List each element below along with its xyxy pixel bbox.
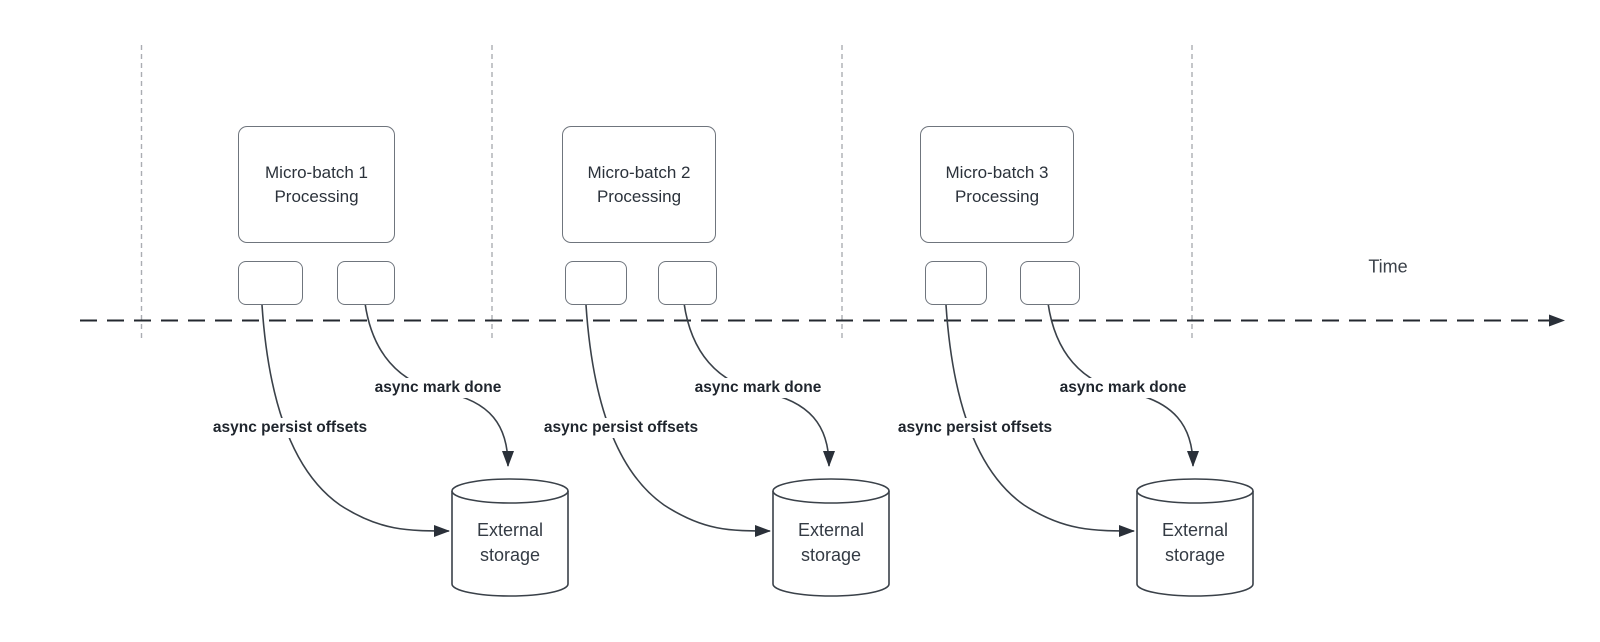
task-box-3a bbox=[925, 261, 987, 305]
processing-box-3-label: Micro-batch 3 Processing bbox=[945, 162, 1049, 206]
persist-offsets-arrow-3 bbox=[945, 304, 1135, 537]
processing-box-1: Micro-batch 1 Processing bbox=[238, 126, 395, 243]
persist-offsets-label-2: async persist offsets bbox=[540, 418, 702, 438]
processing-box-2: Micro-batch 2 Processing bbox=[562, 126, 716, 243]
mark-done-label-2: async mark done bbox=[691, 378, 825, 398]
processing-box-2-label: Micro-batch 2 Processing bbox=[587, 162, 691, 206]
persist-offsets-arrow-1 bbox=[261, 304, 450, 537]
persist-offsets-arrow-2 bbox=[585, 304, 771, 537]
external-storage-cylinder-1 bbox=[451, 478, 569, 597]
processing-box-1-label: Micro-batch 1 Processing bbox=[265, 162, 368, 206]
mark-done-label-1: async mark done bbox=[371, 378, 505, 398]
task-box-2a bbox=[565, 261, 627, 305]
external-storage-cylinder-3 bbox=[1136, 478, 1254, 597]
time-axis-label: Time bbox=[1368, 256, 1408, 277]
external-storage-label-1: External storage bbox=[476, 520, 544, 565]
external-storage-cylinder-2 bbox=[772, 478, 890, 597]
task-box-1a bbox=[238, 261, 303, 305]
persist-offsets-label-1: async persist offsets bbox=[209, 418, 371, 438]
task-box-1b bbox=[337, 261, 395, 305]
external-storage-label-2: External storage bbox=[797, 520, 865, 565]
interval-guides bbox=[140, 45, 1193, 340]
external-storage-label-3: External storage bbox=[1161, 520, 1229, 565]
processing-box-3: Micro-batch 3 Processing bbox=[920, 126, 1074, 243]
task-box-3b bbox=[1020, 261, 1080, 305]
persist-offsets-label-3: async persist offsets bbox=[894, 418, 1056, 438]
mark-done-label-3: async mark done bbox=[1056, 378, 1190, 398]
task-box-2b bbox=[658, 261, 717, 305]
